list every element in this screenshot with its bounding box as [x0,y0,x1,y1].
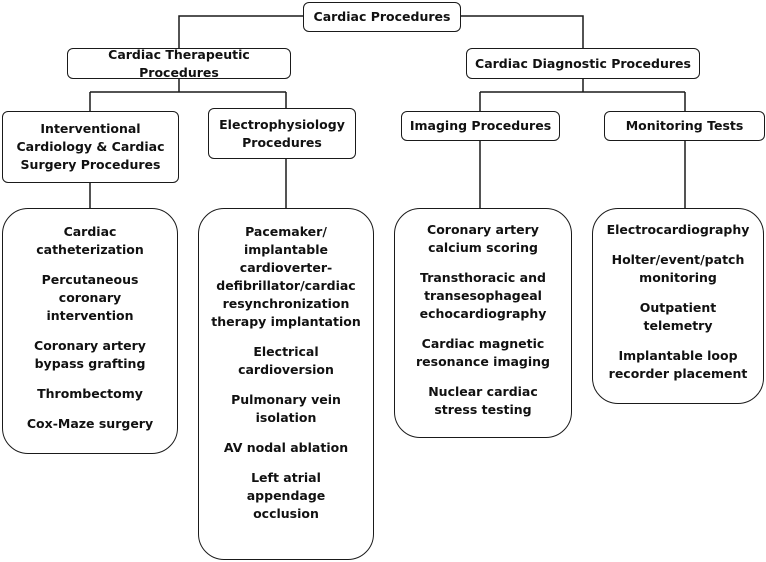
connector-diagnostic-split [479,79,686,111]
list-item: Pacemaker/ implantable cardioverter-defi… [211,224,361,329]
node-label: Cardiac Therapeutic Procedures [108,46,250,80]
node-label: Electrophysiology Procedures [219,116,345,150]
list-item: Transthoracic and transesophageal echoca… [419,270,547,321]
list-imaging-procedures: Coronary artery calcium scoring Transtho… [394,208,572,438]
node-monitoring-tests: Monitoring Tests [604,111,765,141]
list-item: Outpatient telemetry [639,300,717,333]
list-item: Cardiac catheterization [36,224,144,257]
connector-root-diagnostic [461,15,584,48]
list-item: Electrical cardioversion [238,344,334,377]
connector-root-therapeutic [178,15,303,48]
node-electrophysiology-procedures: Electrophysiology Procedures [208,108,356,159]
list-item: Pulmonary vein isolation [231,392,341,425]
list-item: Thrombectomy [37,386,143,401]
list-item: Coronary artery bypass grafting [34,338,146,371]
list-electrophysiology-procedures: Pacemaker/ implantable cardioverter-defi… [198,208,374,560]
list-item: Electrocardiography [606,222,750,237]
list-item: Nuclear cardiac stress testing [428,384,538,417]
list-monitoring-tests: Electrocardiography Holter/event/patch m… [592,208,764,404]
node-cardiac-diagnostic-procedures: Cardiac Diagnostic Procedures [466,48,700,79]
list-item: Percutaneous coronary intervention [41,272,139,323]
node-label: Cardiac Procedures [313,9,451,24]
node-cardiac-procedures: Cardiac Procedures [303,2,461,32]
list-item: Left atrial appendage occlusion [246,470,326,521]
node-label: Interventional Cardiology & Cardiac Surg… [16,121,165,172]
node-imaging-procedures: Imaging Procedures [401,111,560,141]
node-label: Cardiac Diagnostic Procedures [475,55,691,71]
node-cardiac-therapeutic-procedures: Cardiac Therapeutic Procedures [67,46,291,80]
list-interventional-procedures: Cardiac catheterization Percutaneous cor… [2,208,178,454]
node-interventional-cardiology: Interventional Cardiology & Cardiac Surg… [2,111,179,183]
list-item: Holter/event/patch monitoring [611,252,745,285]
list-item: AV nodal ablation [223,440,349,455]
list-item: Implantable loop recorder placement [608,348,748,381]
list-item: Cox-Maze surgery [26,416,154,431]
list-item: Coronary artery calcium scoring [427,222,539,255]
node-label: Monitoring Tests [625,118,744,133]
connector-therapeutic-split [89,79,287,111]
node-label: Imaging Procedures [409,118,552,133]
list-item: Cardiac magnetic resonance imaging [416,336,550,369]
